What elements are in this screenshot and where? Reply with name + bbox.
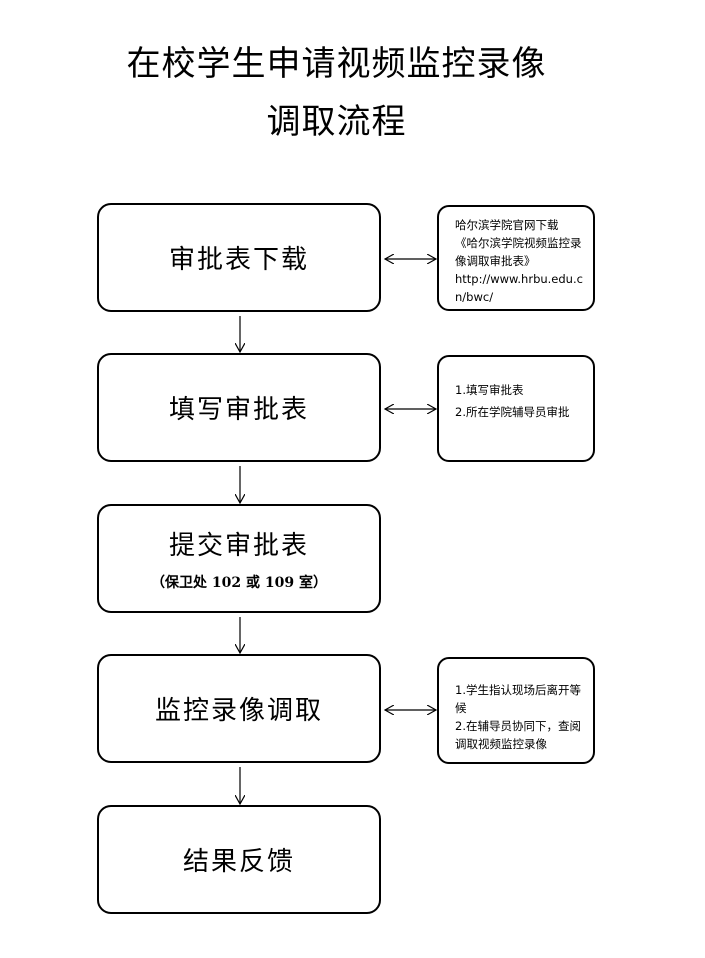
step-feedback: 结果反馈: [97, 805, 381, 914]
note-line: 2.所在学院辅导员审批: [455, 405, 570, 419]
note-fill-info: 1.填写审批表 2.所在学院辅导员审批: [437, 355, 595, 462]
step-download-form: 审批表下载: [97, 203, 381, 312]
step-label: 填写审批表: [168, 395, 309, 425]
step-label: 提交审批表: [168, 531, 309, 561]
note-line: 哈尔滨学院官网下载: [455, 218, 559, 232]
step-sublabel: （保卫处 102 或 109 室）: [151, 575, 327, 591]
note-line: 《哈尔滨学院视频监控录像调取审批表》: [455, 236, 582, 268]
note-link: http://www.hrbu.edu.cn/bwc/: [455, 272, 583, 304]
note-line: 2.在辅导员协同下，查阅调取视频监控录像: [455, 719, 581, 751]
step-fill-form: 填写审批表: [97, 353, 381, 462]
note-download-info: 哈尔滨学院官网下载 《哈尔滨学院视频监控录像调取审批表》 http://www.…: [437, 205, 595, 311]
note-retrieve-info: 1.学生指认现场后离开等候 2.在辅导员协同下，查阅调取视频监控录像: [437, 657, 595, 764]
page-title-line-2: 调取流程: [266, 102, 407, 142]
step-retrieve-footage: 监控录像调取: [97, 654, 381, 763]
note-line: 1.学生指认现场后离开等候: [455, 683, 581, 715]
note-line: 1.填写审批表: [455, 383, 524, 397]
step-submit-form: 提交审批表 （保卫处 102 或 109 室）: [97, 504, 381, 613]
page-title-line-1: 在校学生申请视频监控录像: [126, 44, 547, 84]
step-label: 审批表下载: [168, 245, 309, 275]
step-label: 监控录像调取: [154, 696, 323, 726]
step-label: 结果反馈: [182, 847, 295, 877]
